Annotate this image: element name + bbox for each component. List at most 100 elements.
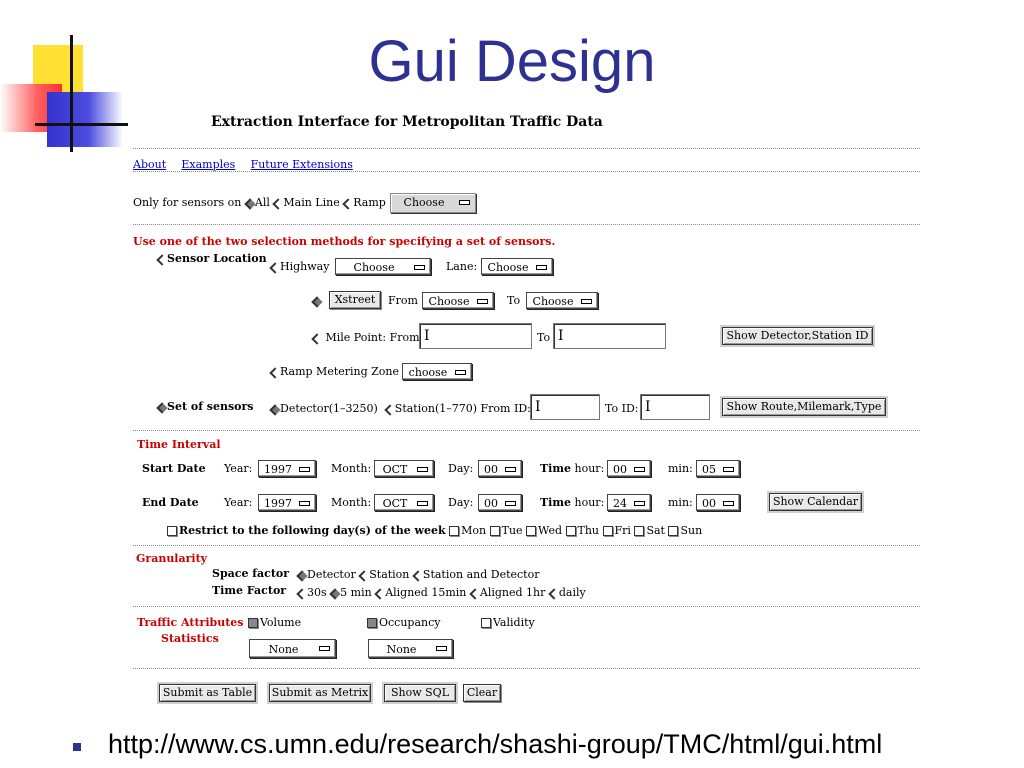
start-time-hour-label: Time hour: (540, 462, 605, 475)
xstreet-option[interactable] (312, 294, 322, 307)
radio-time-15min[interactable] (375, 589, 384, 598)
end-min-select[interactable]: 00 (696, 494, 740, 511)
mile-from-input[interactable]: I (419, 323, 532, 349)
occupancy-option[interactable]: Occupancy (367, 616, 440, 629)
time-factor-label: Time Factor (212, 584, 287, 597)
sensor-filter-label: Only for sensors on (133, 196, 242, 209)
radio-space-detector[interactable] (297, 571, 306, 580)
radio-time-1hr[interactable] (470, 589, 479, 598)
day-checkbox-wed[interactable] (526, 526, 537, 536)
divider (133, 545, 920, 546)
station-range-label: Station(1–770) From ID: (394, 402, 531, 415)
traffic-attributes-heading: Traffic Attributes (137, 616, 244, 629)
ramp-zone-select[interactable]: choose (402, 363, 472, 380)
set-of-sensors-option[interactable]: Set of sensors (157, 400, 253, 413)
xstreet-button[interactable]: Xstreet (329, 291, 381, 309)
day-label-mon: Mon (461, 524, 487, 537)
start-day-select[interactable]: 00 (478, 460, 522, 477)
radio-time-5min[interactable] (330, 589, 339, 598)
source-url: http://www.cs.umn.edu/research/shashi-gr… (108, 729, 883, 759)
submit-as-table-button[interactable]: Submit as Table (157, 682, 258, 704)
start-min-label: min: (668, 462, 693, 475)
end-month-select[interactable]: OCT (374, 494, 434, 511)
start-min-select[interactable]: 05 (696, 460, 740, 477)
radio-station[interactable] (385, 405, 394, 414)
day-checkbox-fri[interactable] (602, 526, 613, 536)
radio-all[interactable] (245, 199, 254, 208)
highway-select[interactable]: Choose (335, 258, 431, 275)
granularity-heading: Granularity (136, 552, 208, 565)
show-sql-button[interactable]: Show SQL (382, 682, 458, 704)
lane-select[interactable]: Choose (481, 258, 553, 275)
divider (133, 171, 920, 172)
about-link[interactable]: About (133, 158, 167, 171)
show-detector-station-button[interactable]: Show Detector,Station ID (720, 325, 875, 347)
to-id-input[interactable]: I (640, 394, 710, 420)
examples-link[interactable]: Examples (181, 158, 236, 171)
day-label-thu: Thu (577, 524, 600, 537)
sensor-filter-select[interactable]: Choose (390, 193, 476, 213)
day-checkbox-tue[interactable] (489, 526, 500, 536)
to-id-label: To ID: (605, 402, 639, 415)
to-select[interactable]: Choose (526, 292, 598, 309)
day-checkbox-thu[interactable] (565, 526, 576, 536)
highway-option[interactable]: Highway (270, 260, 329, 273)
start-month-select[interactable]: OCT (374, 460, 434, 477)
day-checkbox-sun[interactable] (668, 526, 679, 536)
from-id-input[interactable]: I (530, 394, 600, 420)
clear-button[interactable]: Clear (463, 684, 501, 702)
end-time-hour-label: Time hour: (540, 496, 605, 509)
bullet-icon (73, 743, 81, 751)
detector-range-row: Detector(1–3250) Station(1–770) From ID: (270, 402, 531, 415)
validity-option[interactable]: Validity (481, 616, 535, 629)
detector-range-label: Detector(1–3250) (280, 402, 378, 415)
end-year-select[interactable]: 1997 (258, 494, 316, 511)
start-month-label: Month: (331, 462, 372, 475)
mile-to-input[interactable]: I (553, 323, 666, 349)
divider (133, 430, 920, 431)
volume-statistics-select[interactable]: None (249, 639, 336, 658)
from-select[interactable]: Choose (422, 292, 494, 309)
occupancy-statistics-select[interactable]: None (368, 639, 453, 658)
divider (133, 148, 920, 149)
radio-space-station[interactable] (359, 571, 368, 580)
end-date-label: End Date (142, 496, 199, 509)
submit-as-metrix-button[interactable]: Submit as Metrix (267, 682, 373, 704)
radio-main-line[interactable] (273, 199, 282, 208)
end-min-label: min: (668, 496, 693, 509)
end-day-select[interactable]: 00 (478, 494, 522, 511)
mile-point-option[interactable]: Mile Point: From (312, 331, 420, 344)
radio-all-label: All (254, 196, 270, 209)
divider (133, 606, 920, 607)
future-extensions-link[interactable]: Future Extensions (250, 158, 353, 171)
slide-title: Gui Design (368, 29, 656, 94)
decoration-vertical-line (70, 35, 73, 152)
end-hour-select[interactable]: 24 (607, 494, 651, 511)
start-hour-select[interactable]: 00 (607, 460, 651, 477)
mile-to-label: To (537, 331, 551, 344)
day-label-sat: Sat (646, 524, 665, 537)
radio-time-daily[interactable] (549, 589, 558, 598)
volume-option[interactable]: Volume (248, 616, 301, 629)
space-factor-options: Detector Station Station and Detector (297, 568, 539, 581)
start-date-label: Start Date (142, 462, 206, 475)
radio-space-station-detector[interactable] (413, 571, 422, 580)
ramp-zone-option[interactable]: Ramp Metering Zone (270, 365, 399, 378)
radio-detector[interactable] (270, 405, 279, 414)
radio-time-30s[interactable] (297, 589, 306, 598)
time-5min-label: 5 min (340, 586, 372, 599)
day-checkbox-sat[interactable] (634, 526, 645, 536)
time-1hr-label: Aligned 1hr (479, 586, 546, 599)
show-calendar-button[interactable]: Show Calendar (767, 491, 864, 513)
show-route-button[interactable]: Show Route,Milemark,Type (720, 396, 888, 418)
time-interval-heading: Time Interval (137, 438, 221, 451)
restrict-checkbox[interactable] (167, 526, 177, 536)
sensor-location-option[interactable]: Sensor Location (157, 252, 267, 265)
statistics-heading: Statistics (161, 632, 219, 645)
restrict-label: Restrict to the following day(s) of the … (179, 524, 446, 537)
end-year-label: Year: (224, 496, 253, 509)
radio-ramp[interactable] (343, 199, 352, 208)
start-year-select[interactable]: 1997 (258, 460, 316, 477)
decoration-blue-square (47, 92, 123, 147)
day-checkbox-mon[interactable] (449, 526, 460, 536)
